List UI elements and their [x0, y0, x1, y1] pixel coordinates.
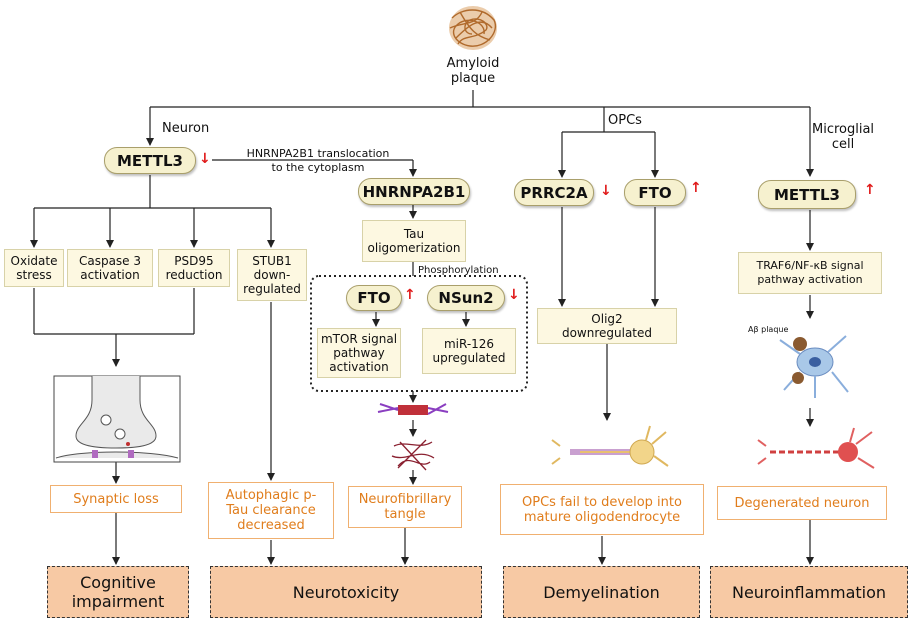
microglia-icon — [779, 335, 849, 398]
neuron-mettl3-node: METTL3 — [104, 147, 196, 174]
microglia-mettl3-up-arrow: ↑ — [864, 182, 876, 198]
stub1-line3: regulated — [243, 282, 301, 296]
mtor-line2: pathway — [333, 346, 385, 360]
opcs-fto-node: FTO — [624, 179, 686, 206]
traf6-line2: pathway activation — [757, 273, 863, 286]
prrc2a-down-arrow: ↓ — [600, 183, 612, 199]
prrc2a-label: PRRC2A — [520, 183, 588, 202]
effect-caspase-line2: activation — [80, 268, 140, 282]
demyelination-label: Demyelination — [543, 582, 660, 602]
autophagy-line2: Tau clearance — [226, 503, 316, 518]
oligodendrocyte-neuron-icon — [551, 425, 669, 467]
effect-psd95-line2: reduction — [165, 268, 223, 282]
translocation-line1: HNRNPA2B1 translocation — [246, 147, 390, 160]
microglia-line2: cell — [831, 137, 855, 152]
olig2-line2: downregulated — [561, 326, 653, 340]
autophagy-line1: Autophagic p- — [225, 488, 317, 503]
amyloid-line1: Amyloid — [446, 56, 500, 71]
synapse-icon — [53, 375, 181, 463]
amyloid-plaque-icon — [449, 6, 497, 50]
hnrnpa2b1-node: HNRNPA2B1 — [358, 178, 470, 205]
microglia-branch-label: Microglial cell — [812, 122, 874, 152]
abeta-label: Aβ plaque — [748, 325, 789, 334]
mir-line1: miR-126 — [443, 337, 495, 351]
tau-line2: oligomerization — [367, 241, 461, 255]
traf6-line1: TRAF6/NF-κB signal — [756, 259, 864, 272]
neuron-branch-label: Neuron — [162, 121, 210, 136]
synaptic-loss-box: Synaptic loss — [50, 485, 182, 513]
degenerated-neuron-icon — [757, 427, 875, 469]
effect-psd95-line1: PSD95 — [174, 254, 214, 268]
stub1-line1: STUB1 — [252, 254, 292, 268]
microglia-mettl3-label: METTL3 — [774, 185, 840, 204]
nsun2-node: NSun2 — [427, 285, 505, 311]
olig2-line1: Olig2 — [591, 312, 623, 326]
effect-oxidate-line2: stress — [16, 268, 52, 282]
amyloid-plaque-label: Amyloid plaque — [440, 56, 506, 86]
nsun2-label: NSun2 — [438, 289, 494, 307]
neurotoxicity-label: Neurotoxicity — [292, 582, 400, 602]
microglia-line1: Microglial — [812, 122, 875, 137]
stub1-line2: down- — [253, 268, 291, 282]
cognitive-line2: impairment — [71, 592, 165, 611]
microglia-mettl3-node: METTL3 — [758, 180, 856, 209]
translocation-line2: to the cytoplasm — [271, 161, 365, 174]
mtor-line3: activation — [329, 360, 389, 374]
outcome-neurotoxicity: Neurotoxicity — [210, 566, 482, 618]
neuron-fto-up-arrow: ↑ — [404, 287, 416, 303]
outcome-neuroinflammation: Neuroinflammation — [710, 566, 908, 618]
opcs-branch-label: OPCs — [608, 113, 642, 128]
neurofibrillary-tangle-icon — [391, 439, 435, 471]
neuron-fto-node: FTO — [346, 285, 402, 311]
synaptic-loss-label: Synaptic loss — [73, 491, 159, 507]
phosphorylation-label: Phosphorylation — [418, 265, 499, 276]
tau-line1: Tau — [403, 227, 425, 241]
neuron-fto-label: FTO — [357, 289, 391, 307]
prrc2a-node: PRRC2A — [514, 179, 594, 206]
tau-aggregate-icon — [377, 403, 449, 415]
translocation-label: HNRNPA2B1 translocation to the cytoplasm — [228, 147, 408, 175]
opcs-result-line1: OPCs fail to develop into — [522, 494, 682, 510]
opcs-result-line2: mature oligodendrocyte — [523, 509, 681, 525]
amyloid-line2: plaque — [450, 71, 496, 86]
neuroinflammation-label: Neuroinflammation — [731, 582, 887, 602]
mtor-line1: mTOR signal — [320, 332, 398, 346]
effect-caspase-line1: Caspase 3 — [78, 254, 142, 268]
opcs-fto-up-arrow: ↑ — [690, 180, 702, 196]
cognitive-line1: Cognitive — [80, 573, 156, 592]
hnrnpa2b1-label: HNRNPA2B1 — [362, 182, 466, 201]
tangle-line2: tangle — [384, 507, 426, 522]
autophagy-line3: decreased — [237, 518, 305, 533]
degenerated-neuron-label: Degenerated neuron — [734, 495, 870, 511]
nsun2-down-arrow: ↓ — [508, 287, 520, 303]
neuron-mettl3-label: METTL3 — [117, 151, 183, 170]
neuron-mettl3-down-arrow: ↓ — [199, 151, 211, 167]
opcs-fto-label: FTO — [638, 183, 672, 202]
outcome-demyelination: Demyelination — [503, 566, 700, 618]
effect-oxidate-line1: Oxidate — [10, 254, 58, 268]
degenerated-neuron-box: Degenerated neuron — [717, 486, 887, 520]
mir-line2: upregulated — [432, 351, 506, 365]
tangle-line1: Neurofibrillary — [358, 492, 452, 507]
